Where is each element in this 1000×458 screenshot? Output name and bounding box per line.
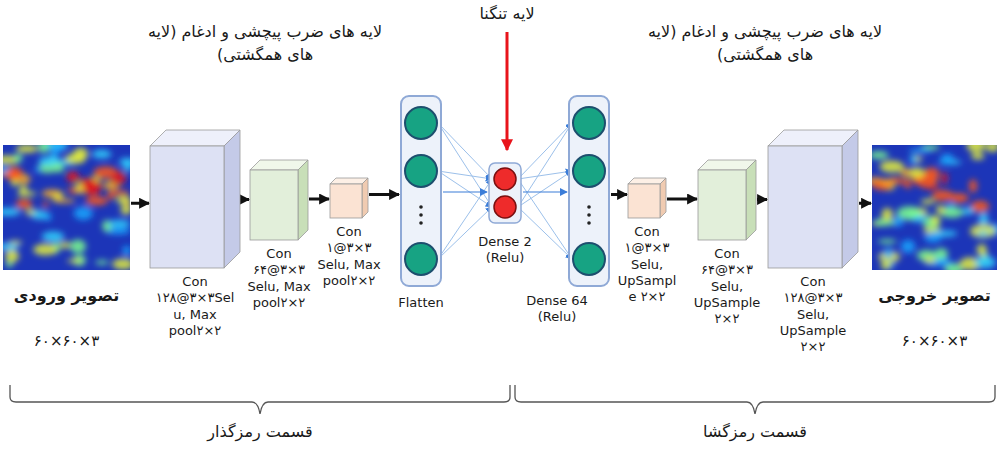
pair-shape: [488, 162, 522, 224]
image-caption: تصویر ورودی: [14, 286, 119, 306]
group-label: لایه های ضرب پیچشی و ادغام (لایه های همگ…: [140, 20, 390, 66]
layer-label: Con ۱@۳×۳ Selu, UpSample ۲×۲: [614, 224, 680, 305]
layer-label: Con ۶۴@۳×۳ Selu, UpSample ۲×۲: [691, 246, 763, 327]
layer-label: Con ۱۲۸@۳×۳ Selu, UpSample ۲×۲: [771, 274, 855, 355]
flow-arrow: [443, 191, 487, 192]
image-dimensions: ۶۰×۶۰×۳: [902, 332, 967, 351]
output-image: تصویر خروجی۶۰×۶۰×۳: [872, 145, 997, 270]
column-shape: [400, 95, 442, 287]
layer-label: Con ۱@۳×۳ Selu, Max pool۲×۲: [316, 224, 382, 289]
cube-shape: [698, 160, 756, 240]
upsample-layer-box: Con ۱@۳×۳ Selu, UpSample ۲×۲: [628, 178, 666, 218]
flow-arrow: [309, 198, 329, 201]
section-bracket: [10, 385, 995, 414]
group-label: لایه های ضرب پیچشی و ادغام (لایه های همگ…: [640, 20, 890, 66]
conv-layer-box: Con ۱@۳×۳ Selu, Max pool۲×۲: [330, 178, 368, 218]
cube-shape: [150, 130, 240, 268]
section-label: قسمت رمزگشا: [655, 420, 855, 443]
pointer-arrow: [506, 32, 509, 150]
bottleneck-layer: Dense 2 (Relu): [488, 162, 522, 224]
flow-arrow: [757, 198, 767, 201]
layer-label: Dense 2 (Relu): [477, 234, 533, 267]
layer-label: Con ۱۲۸@۳×۳Selu, Max pool۲×۲: [153, 274, 237, 339]
conv-layer-box: Con ۱۲۸@۳×۳Selu, Max pool۲×۲: [150, 130, 240, 268]
conv-layer-box: Con ۶۴@۳×۳ Selu, Max pool۲×۲: [250, 160, 308, 240]
flow-arrow: [667, 198, 697, 201]
input-image: تصویر ورودی۶۰×۶۰×۳: [3, 145, 130, 270]
section-label: قسمت رمزگذار: [160, 420, 360, 443]
image-shape: [872, 145, 997, 270]
dense-layer: Dense 64 (Relu): [568, 95, 610, 287]
cube-shape: [768, 130, 858, 268]
flow-arrow: [241, 198, 249, 201]
flow-arrow: [523, 191, 567, 192]
cube-shape: [330, 178, 368, 218]
flow-arrow: [131, 202, 149, 205]
bottleneck-label: لایه تنگنا: [452, 2, 562, 25]
upsample-layer-box: Con ۶۴@۳×۳ Selu, UpSample ۲×۲: [698, 160, 756, 240]
layer-label: Dense 64 (Relu): [522, 293, 592, 326]
column-shape: [568, 95, 610, 287]
image-shape: [3, 145, 130, 270]
cube-shape: [628, 178, 666, 218]
flatten-layer: Flatten: [400, 95, 442, 287]
flow-arrow: [859, 202, 871, 205]
layer-label: Con ۶۴@۳×۳ Selu, Max pool۲×۲: [243, 246, 315, 311]
layer-label: Flatten: [398, 295, 444, 311]
cube-shape: [250, 160, 308, 240]
flow-arrow: [611, 193, 627, 196]
image-caption: تصویر خروجی: [878, 286, 990, 306]
flow-arrow: [369, 193, 399, 196]
upsample-layer-box: Con ۱۲۸@۳×۳ Selu, UpSample ۲×۲: [768, 130, 858, 268]
image-dimensions: ۶۰×۶۰×۳: [34, 332, 99, 351]
